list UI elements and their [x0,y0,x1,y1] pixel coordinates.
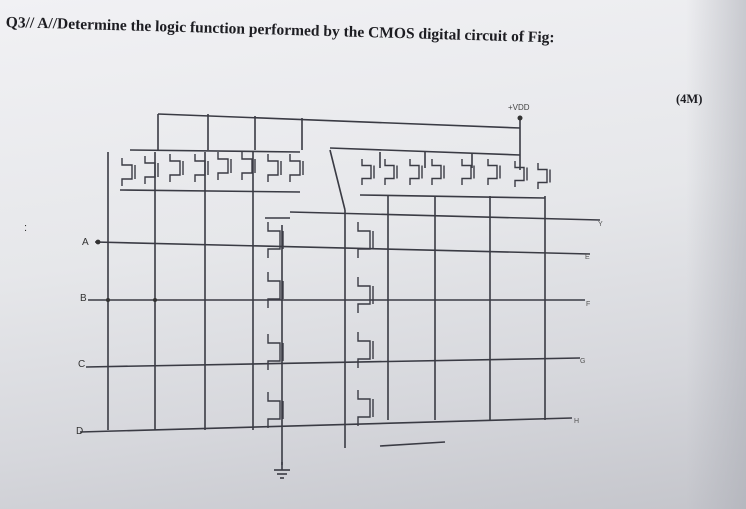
vdd-rail [157,113,521,129]
input-d-line [79,417,573,433]
input-label-d: D [76,426,83,437]
output-label-y: Y [598,221,603,228]
circuit-labels: +VDD A B C D Y E F G H [76,103,603,437]
nmos-transistor [357,390,371,426]
nmos-transistor [357,222,371,258]
pmos-transistor [194,154,206,182]
junction-dot [153,298,157,302]
pmos-transistor [409,159,420,185]
nmos-transistor [357,332,371,368]
pmos-transistor [169,154,181,182]
nmos-transistor [267,222,281,258]
input-label-b: B [80,293,87,304]
output-label-f: F [586,301,590,308]
pulldown-right-feed [329,149,346,211]
pmos-transistor [461,159,472,185]
pullup-right-bottom [359,194,546,199]
pmos-transistor [144,156,156,184]
pmos-transistor [384,159,395,185]
pmos-transistor [361,159,372,185]
input-label-a: A [82,237,89,248]
nmos-transistor [267,392,281,428]
pmos-transistor [217,152,229,180]
vdd-label: +VDD [508,103,530,112]
output-y-line [289,211,601,221]
pullup-top-bus [129,149,301,153]
input-label-c: C [78,359,85,370]
stray-pencil-mark [379,441,446,447]
input-c-line [85,357,581,368]
vdd-bus-right [329,147,521,156]
pmos-transistor [431,159,442,185]
pmos-transistor [514,161,525,187]
junction-dot [106,298,110,302]
vdd-terminal [517,115,523,121]
input-a-line [94,241,591,255]
page-edge-shadow [686,0,746,509]
question-marks: (4M) [676,92,703,106]
output-label-e: E [585,254,590,261]
pmos-transistor [487,159,498,185]
pmos-transistor [289,154,301,182]
output-label-h: H [574,418,579,425]
margin-mark: : [24,222,28,234]
pmos-transistor [121,158,133,186]
nmos-transistor [267,334,281,370]
circuit-wires [79,113,601,479]
input-a-terminal [95,239,101,245]
output-label-g: G [580,358,585,365]
pmos-transistor [537,163,548,189]
nmos-transistor [357,277,371,313]
pmos-transistor [241,152,253,180]
pullup-bottom-bus [119,189,301,193]
circuit-transistors [121,152,551,428]
pmos-transistor [267,154,279,182]
nmos-transistor [267,272,281,308]
